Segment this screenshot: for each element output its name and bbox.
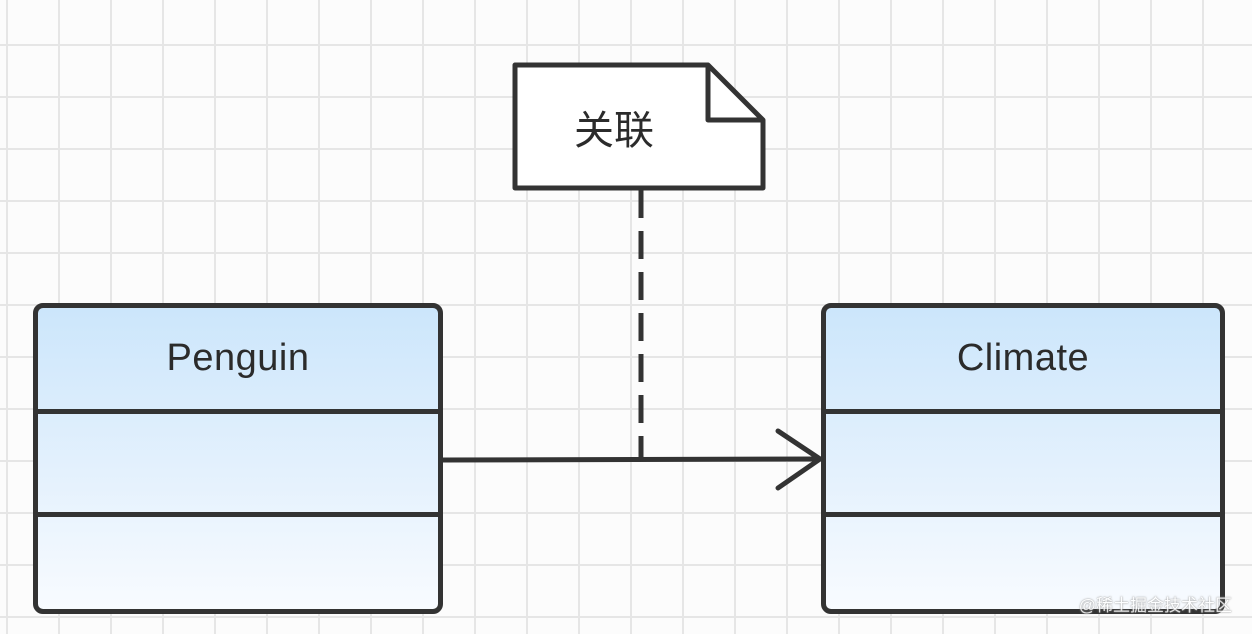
attributes-compartment <box>38 409 438 512</box>
association-arrowhead-icon <box>775 428 823 491</box>
association-line[interactable] <box>442 456 821 463</box>
note-fold-corner <box>705 65 763 123</box>
note-shape[interactable] <box>512 62 766 191</box>
class-name-compartment: Climate <box>826 308 1220 409</box>
class-name-climate: Climate <box>956 337 1090 379</box>
attributes-compartment <box>826 409 1220 512</box>
class-name-penguin: Penguin <box>166 337 310 379</box>
class-box-climate[interactable]: Climate <box>821 303 1225 614</box>
watermark: @稀土掘金技术社区 <box>1078 596 1232 615</box>
class-name-compartment: Penguin <box>38 308 438 409</box>
methods-compartment <box>826 512 1220 609</box>
methods-compartment <box>38 512 438 609</box>
class-box-penguin[interactable]: Penguin <box>33 303 443 614</box>
note-label: 关联 <box>574 109 654 153</box>
